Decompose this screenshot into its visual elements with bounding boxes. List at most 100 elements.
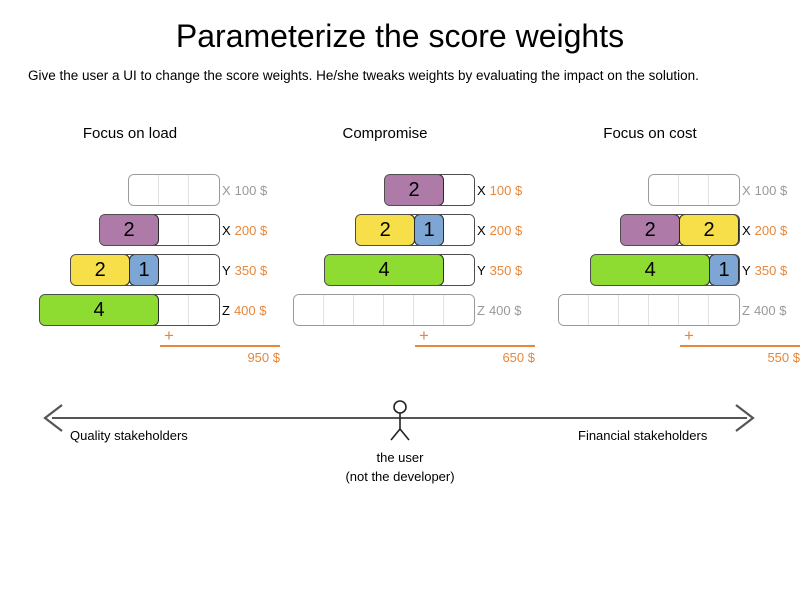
- column-total: +650 $: [415, 326, 535, 365]
- weight-empty-cell[interactable]: [189, 255, 219, 285]
- weight-empty-cell[interactable]: [324, 295, 354, 325]
- weight-segment[interactable]: 4: [591, 255, 711, 285]
- row-price: 100 $: [489, 182, 523, 198]
- user-stick-figure-icon: [382, 398, 418, 446]
- weight-slider[interactable]: 4: [324, 254, 475, 286]
- user-caption: the user (not the developer): [300, 448, 500, 486]
- weight-empty-cell[interactable]: [589, 295, 619, 325]
- page-title: Parameterize the score weights: [175, 18, 625, 54]
- row-price: 100 $: [754, 182, 788, 198]
- weight-slider[interactable]: [293, 294, 475, 326]
- total-amount: 650 $: [502, 350, 535, 365]
- page-subtitle: Give the user a UI to change the score w…: [28, 68, 699, 83]
- weight-empty-cell[interactable]: [679, 175, 709, 205]
- weight-segment[interactable]: 4: [325, 255, 444, 285]
- weight-segment[interactable]: 2: [385, 175, 444, 205]
- row-key: Z: [222, 302, 230, 318]
- row-price: 200 $: [234, 222, 268, 238]
- weight-segment[interactable]: 4: [40, 295, 159, 325]
- weight-slider[interactable]: 2: [99, 214, 220, 246]
- weight-empty-cell[interactable]: [294, 295, 324, 325]
- sum-symbol: +: [419, 326, 429, 345]
- row-key: Y: [222, 262, 231, 278]
- row-price: 200 $: [754, 222, 788, 238]
- row-key: Z: [477, 302, 485, 318]
- weight-segment[interactable]: 2: [621, 215, 681, 245]
- weight-segment[interactable]: 1: [129, 255, 159, 285]
- row-price: 100 $: [234, 182, 268, 198]
- sum-rule: [160, 345, 280, 347]
- weight-empty-cell[interactable]: [709, 175, 739, 205]
- weight-empty-cell[interactable]: [189, 295, 219, 325]
- weight-empty-cell[interactable]: [679, 295, 709, 325]
- weight-empty-cell[interactable]: [414, 295, 444, 325]
- weight-empty-cell[interactable]: [159, 175, 189, 205]
- row-key: Z: [742, 302, 750, 318]
- weight-empty-cell[interactable]: [354, 295, 384, 325]
- row-key: Y: [477, 262, 486, 278]
- row-key: Y: [742, 262, 751, 278]
- weight-empty-cell[interactable]: [189, 215, 219, 245]
- weight-segment[interactable]: 2: [679, 215, 739, 245]
- weight-empty-cell[interactable]: [159, 215, 189, 245]
- weight-empty-cell[interactable]: [444, 295, 474, 325]
- weight-slider[interactable]: [648, 174, 740, 206]
- weight-segment[interactable]: 2: [100, 215, 159, 245]
- row-price: 350 $: [489, 262, 523, 278]
- weight-empty-cell[interactable]: [189, 175, 219, 205]
- row-key: X: [222, 222, 231, 238]
- weight-slider[interactable]: 2: [384, 174, 475, 206]
- weight-empty-cell[interactable]: [444, 215, 474, 245]
- row-price: 200 $: [489, 222, 523, 238]
- weight-segment[interactable]: 1: [414, 215, 444, 245]
- column-total: +550 $: [680, 326, 800, 365]
- weight-empty-cell[interactable]: [384, 295, 414, 325]
- scenario-heading: Focus on cost: [603, 125, 697, 142]
- row-key: X: [477, 222, 486, 238]
- scenario-heading: Focus on load: [82, 125, 178, 142]
- weight-empty-cell[interactable]: [649, 295, 679, 325]
- weight-empty-cell[interactable]: [444, 255, 474, 285]
- weight-segment[interactable]: 2: [356, 215, 416, 245]
- weight-segment[interactable]: 2: [71, 255, 131, 285]
- weight-empty-cell[interactable]: [159, 255, 189, 285]
- weight-empty-cell[interactable]: [559, 295, 589, 325]
- weight-empty-cell[interactable]: [129, 175, 159, 205]
- weight-segment[interactable]: 1: [709, 255, 739, 285]
- weight-empty-cell[interactable]: [159, 295, 189, 325]
- sum-symbol: +: [684, 326, 694, 345]
- weight-empty-cell[interactable]: [709, 295, 739, 325]
- weight-slider[interactable]: [558, 294, 740, 326]
- user-caption-line1: the user: [376, 450, 424, 465]
- weight-slider[interactable]: 4: [39, 294, 220, 326]
- weight-empty-cell[interactable]: [444, 175, 474, 205]
- user-caption-line2: (not the developer): [345, 469, 455, 484]
- weight-empty-cell[interactable]: [649, 175, 679, 205]
- stakeholder-axis: Quality stakeholders Financial stakehold…: [0, 398, 800, 508]
- weight-slider[interactable]: [128, 174, 220, 206]
- total-amount: 950 $: [247, 350, 280, 365]
- row-key: X: [477, 182, 486, 198]
- weight-empty-cell[interactable]: [619, 295, 649, 325]
- total-amount: 550 $: [767, 350, 800, 365]
- sum-rule: [680, 345, 800, 347]
